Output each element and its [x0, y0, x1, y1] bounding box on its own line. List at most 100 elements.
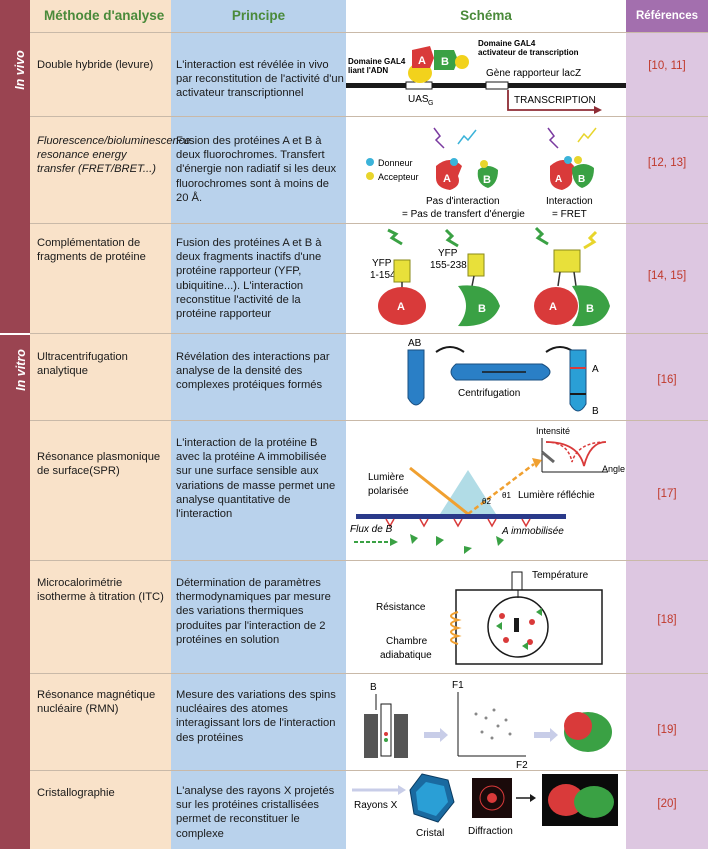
row-separator [30, 770, 708, 771]
label-yfp2: YFP [438, 248, 458, 259]
reference-cell: [17] [657, 488, 677, 500]
schema-complementation: YFP 1-154 YFP 155-238 A B A B [370, 226, 610, 327]
side-label-in-vivo: In vivo [12, 50, 27, 90]
reference-cell: [18] [657, 614, 677, 626]
protein-a-label: A [443, 173, 451, 185]
header-methode: Méthode d'analyse [44, 8, 165, 23]
schema-fret: Donneur Accepteur A B Pas d'interaction … [366, 127, 597, 220]
header-references: Références [626, 0, 708, 32]
reference-cell: [16] [657, 374, 677, 386]
label-diffraction: Diffraction [468, 826, 513, 837]
row-separator [30, 560, 708, 561]
label-dom-adn: Domaine GAL4 [348, 57, 406, 66]
label-dom-act: Domaine GAL4 [478, 39, 536, 48]
row-separator [30, 673, 708, 674]
label-polarisee: polarisée [368, 486, 409, 497]
svg-text:B: B [586, 303, 594, 315]
label-yfp2-range: 155-238 [430, 260, 467, 271]
principle-cell: Mesure des variations des spins nucléair… [176, 689, 336, 744]
reference-column [626, 0, 708, 849]
row-separator [30, 223, 708, 224]
label-immobilisee: A immobilisée [501, 526, 564, 537]
svg-text:A: A [555, 174, 562, 185]
row-separator [30, 420, 708, 421]
principle-column [171, 0, 346, 849]
principle-cell: Fusion des protéines A et B à deux fragm… [176, 237, 322, 321]
method-cell: Microcalorimétrie isotherme à titration … [37, 577, 164, 604]
method-cell: Fluorescence/bioluminescence resonance e… [37, 135, 191, 176]
row-separator [30, 333, 708, 334]
label-adiabatique: adiabatique [380, 650, 432, 661]
schema-itc: Température Résistance Chambre adiabatiq… [376, 570, 603, 665]
protein-a-shape [412, 46, 434, 68]
row-separator [30, 32, 708, 33]
label-cristal: Cristal [416, 828, 444, 839]
method-cell: Ultracentrifugation analytique [37, 351, 128, 378]
protein-a-shape [378, 287, 426, 325]
method-cell: Résonance plasmonique de surface(SPR) [37, 451, 161, 478]
principle-cell: L'interaction est révélée in vivo par re… [176, 59, 344, 100]
method-cell: Cristallographie [37, 787, 115, 799]
label-pas-interaction: Pas d'interaction [426, 196, 500, 207]
principle-cell: L'analyse des rayons X projetés sur les … [176, 785, 335, 840]
method-cell: Double hybride (levure) [37, 59, 154, 71]
label-resistance: Résistance [376, 602, 426, 613]
side-label-in-vitro: In vitro [13, 349, 28, 391]
side-band [0, 0, 30, 849]
label-yfp1: YFP [372, 258, 392, 269]
label-fret: = FRET [552, 209, 587, 220]
label-theta2: θ2 [482, 497, 491, 506]
reference-cell: [10, 11] [648, 60, 686, 72]
label-temperature: Température [532, 570, 589, 581]
reference-cell: [14, 15] [647, 270, 687, 282]
protein-b-label: B [441, 56, 449, 68]
protein-a-label: A [418, 55, 426, 67]
principle-cell: Révélation des interactions par analyse … [176, 351, 330, 392]
method-cell: Complémentation de fragments de protéine [37, 237, 146, 264]
label-b-field: B [370, 682, 377, 693]
protein-b-shape [477, 166, 498, 188]
reference-cell: [19] [657, 724, 677, 736]
label-theta1: θ1 [502, 491, 511, 500]
protein-b-label: B [478, 303, 486, 315]
label-transcription: TRANSCRIPTION [514, 95, 596, 106]
label-pas-transfert: = Pas de transfert d'énergie [402, 209, 525, 220]
label-dom-act-2: activateur de transcription [478, 48, 579, 57]
label-uas: UAS [408, 94, 429, 105]
label-donneur: Donneur [378, 158, 413, 168]
protein-a-label: A [397, 301, 405, 313]
label-centrifugation: Centrifugation [458, 388, 520, 399]
label-ab: AB [408, 338, 422, 349]
label-intensite: Intensité [536, 426, 570, 436]
label-interaction: Interaction [546, 196, 593, 207]
protein-b-shape [434, 50, 458, 70]
label-f2: F2 [516, 760, 528, 770]
label-uas-sub: G [428, 100, 433, 107]
schema-cristallographie: Rayons X Cristal Diffraction [352, 773, 618, 839]
label-reflechie: Lumière réfléchie [518, 490, 595, 501]
label-dom-adn-2: liant l'ADN [348, 66, 388, 75]
svg-text:B: B [578, 174, 585, 185]
label-rayons: Rayons X [354, 800, 398, 811]
schema-rmn: B F1 F2 [364, 680, 612, 770]
protein-b-shape [458, 285, 500, 327]
label-yfp1-range: 1-154 [370, 270, 396, 281]
reference-cell: [12, 13] [647, 157, 687, 169]
schema-double-hybride: Domaine GAL4 liant l'ADN Domaine GAL4 ac… [346, 39, 626, 114]
label-angle: Angle [602, 464, 625, 474]
principle-cell: L'interaction de la protéine B avec la p… [176, 437, 336, 521]
label-f1: F1 [452, 680, 464, 691]
method-cell: Résonance magnétique nucléaire (RMN) [37, 689, 156, 716]
schema-spr: Intensité Angle Lumière polarisée θ2 θ1 … [350, 426, 625, 554]
principle-cell: Détermination de paramètres thermodynami… [176, 577, 331, 646]
principle-cell: Fusion des protéines A et B à deux fluor… [176, 135, 337, 204]
label-a: A [592, 364, 599, 375]
label-chambre: Chambre [386, 636, 428, 647]
side-divider [0, 333, 30, 335]
method-column [30, 0, 171, 849]
header-principe: Principe [231, 8, 286, 23]
svg-text:A: A [549, 301, 557, 313]
schema-ultracentrifugation: AB Centrifugation A B [407, 338, 599, 417]
schema-column [346, 0, 626, 849]
